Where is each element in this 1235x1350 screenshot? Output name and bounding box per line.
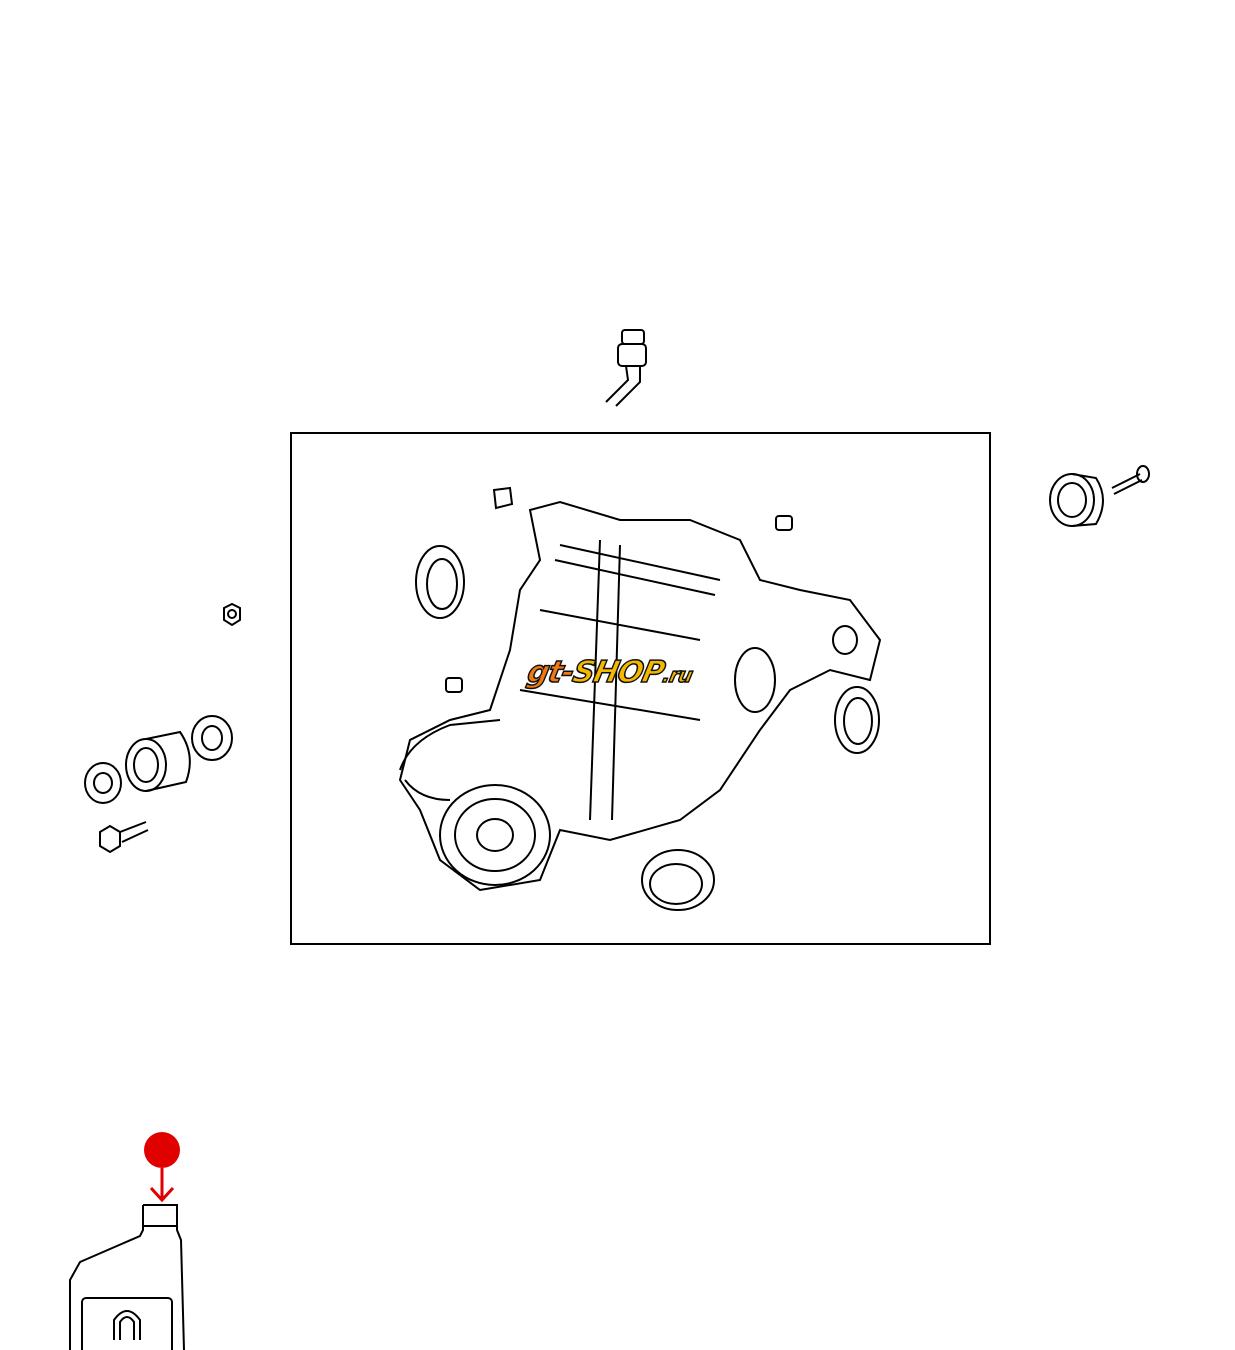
axle-housing[interactable] <box>398 500 882 892</box>
callout-marker <box>144 1132 180 1203</box>
watermark-part1: gt- <box>524 654 578 691</box>
watermark-part3: .ru <box>660 662 695 688</box>
watermark-part2: SHOP <box>569 654 668 691</box>
fluid-bottle[interactable] <box>69 1204 185 1350</box>
plug-small[interactable] <box>445 486 793 693</box>
bolt[interactable] <box>99 821 149 854</box>
seal-right[interactable] <box>834 686 880 754</box>
watermark-logo: gt-SHOP.ru <box>524 654 696 691</box>
nut[interactable] <box>223 602 241 627</box>
bushing-right[interactable] <box>1049 465 1150 527</box>
vent-tube[interactable] <box>605 329 647 407</box>
seal-upper-left[interactable] <box>415 545 465 619</box>
bushing-left[interactable] <box>125 730 191 792</box>
seal-bottom[interactable] <box>641 849 715 911</box>
assembly-frame <box>290 432 991 945</box>
washers[interactable] <box>84 715 233 804</box>
